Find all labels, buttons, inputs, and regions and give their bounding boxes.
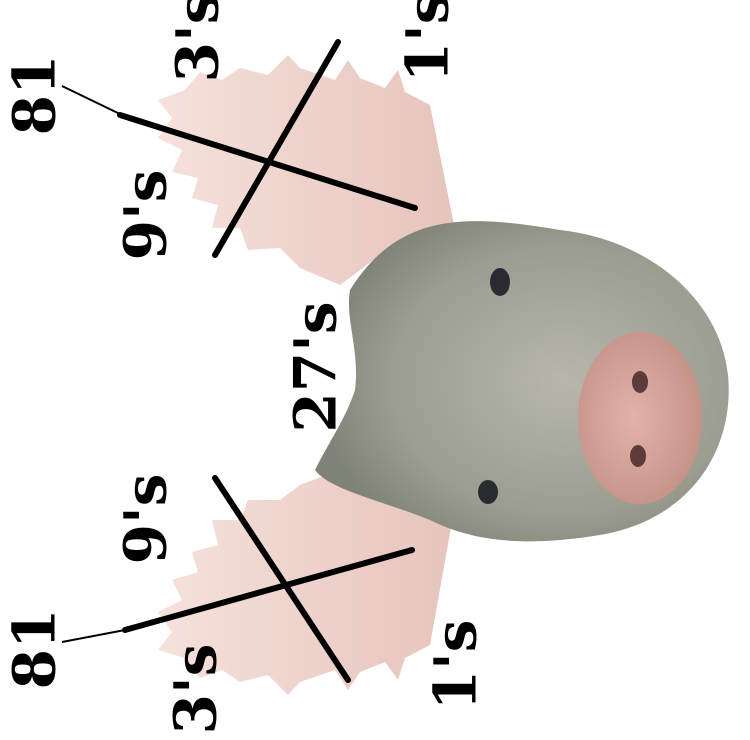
- pig-eye-bottom: [478, 480, 498, 504]
- label-bottom-nines: 9's: [116, 474, 174, 565]
- label-center-twentyseven: 27's: [287, 301, 345, 432]
- label-top-right-threes: 3's: [168, 0, 226, 82]
- label-top-right-ones: 1's: [398, 0, 456, 82]
- label-top-left-eightyone: 81: [5, 55, 63, 136]
- pig-nostril-top: [632, 371, 648, 393]
- pig-eye-top: [490, 268, 510, 296]
- label-bottom-ones: 1's: [426, 620, 484, 711]
- label-top-nines: 9's: [116, 170, 174, 261]
- pig-snout: [578, 332, 702, 504]
- pig-nostril-bottom: [630, 445, 646, 467]
- leader-top-81: [62, 86, 122, 115]
- label-bottom-threes: 3's: [166, 644, 224, 735]
- label-bottom-left-eightyone: 81: [5, 609, 63, 690]
- leader-bottom-81: [62, 630, 125, 642]
